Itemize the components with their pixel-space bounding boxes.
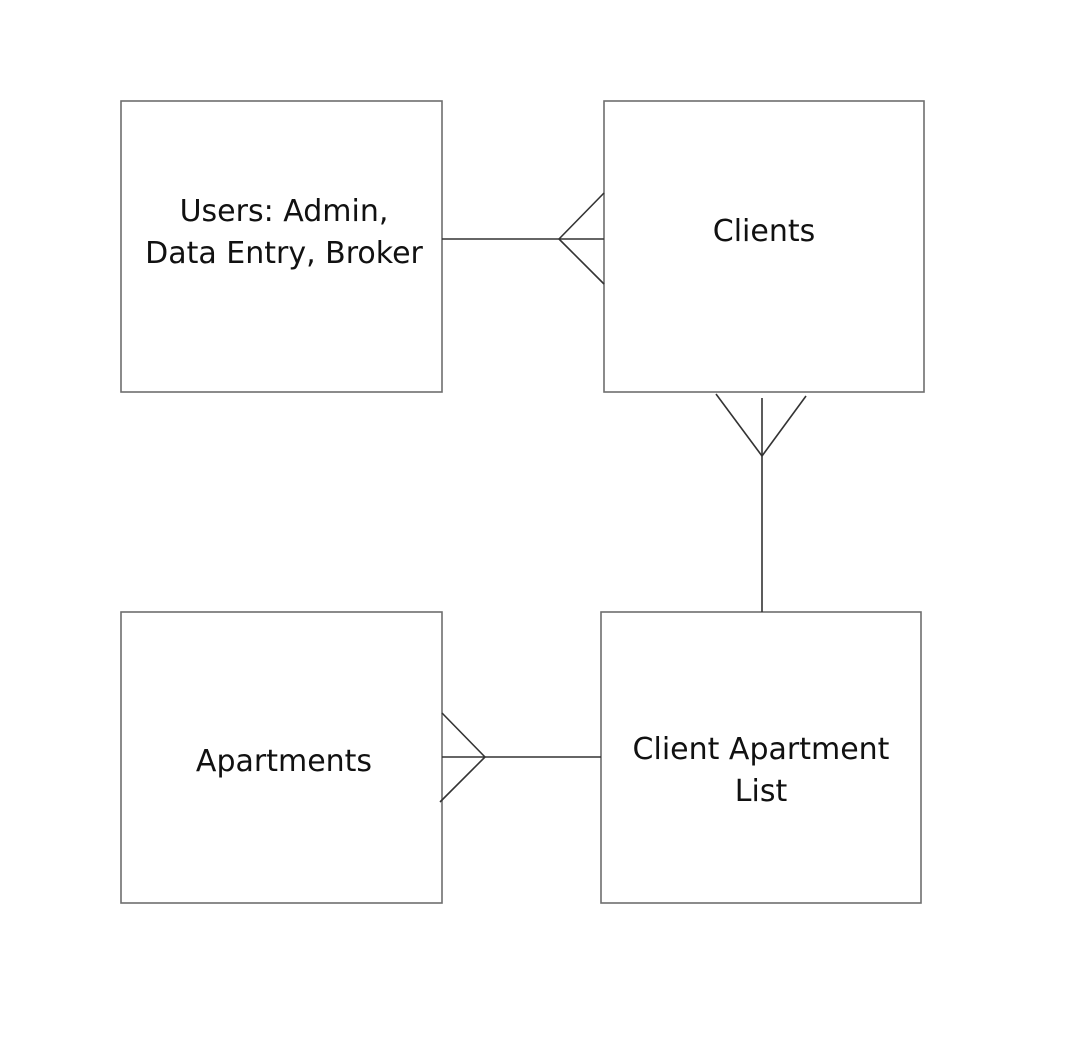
entity-client-apartment-list-box xyxy=(600,611,922,904)
relationship-users-clients[interactable] xyxy=(442,192,605,285)
entity-clients[interactable]: Clients xyxy=(603,100,925,393)
entity-users[interactable]: Users: Admin, Data Entry, Broker xyxy=(120,100,443,393)
entity-apartments-label: Apartments xyxy=(196,744,372,779)
entity-clients-box xyxy=(603,100,925,393)
entity-users-box xyxy=(120,100,443,393)
crows-foot-left-prong xyxy=(715,393,763,457)
entity-apartments[interactable]: Apartments xyxy=(120,611,443,904)
entity-clients-label: Clients xyxy=(713,214,815,249)
entity-apartments-box xyxy=(120,611,443,904)
relationship-clients-client-apartment-list[interactable] xyxy=(715,393,807,612)
entity-client-apartment-list[interactable]: Client Apartment List xyxy=(600,611,922,904)
crows-foot-right-prong xyxy=(761,395,807,457)
relationship-list-apartments[interactable] xyxy=(439,712,601,803)
entity-users-label-line2: Data Entry, Broker xyxy=(145,236,423,271)
crows-foot-upper-prong xyxy=(558,192,605,240)
crows-foot-lower-prong xyxy=(439,756,486,803)
entity-client-apartment-list-label-line1: Client Apartment xyxy=(633,732,890,767)
entity-users-label-line1: Users: Admin, xyxy=(180,194,389,229)
entity-client-apartment-list-label-line2: List xyxy=(735,774,788,809)
crows-foot-lower-prong xyxy=(558,238,605,285)
crows-foot-upper-prong xyxy=(441,712,486,758)
